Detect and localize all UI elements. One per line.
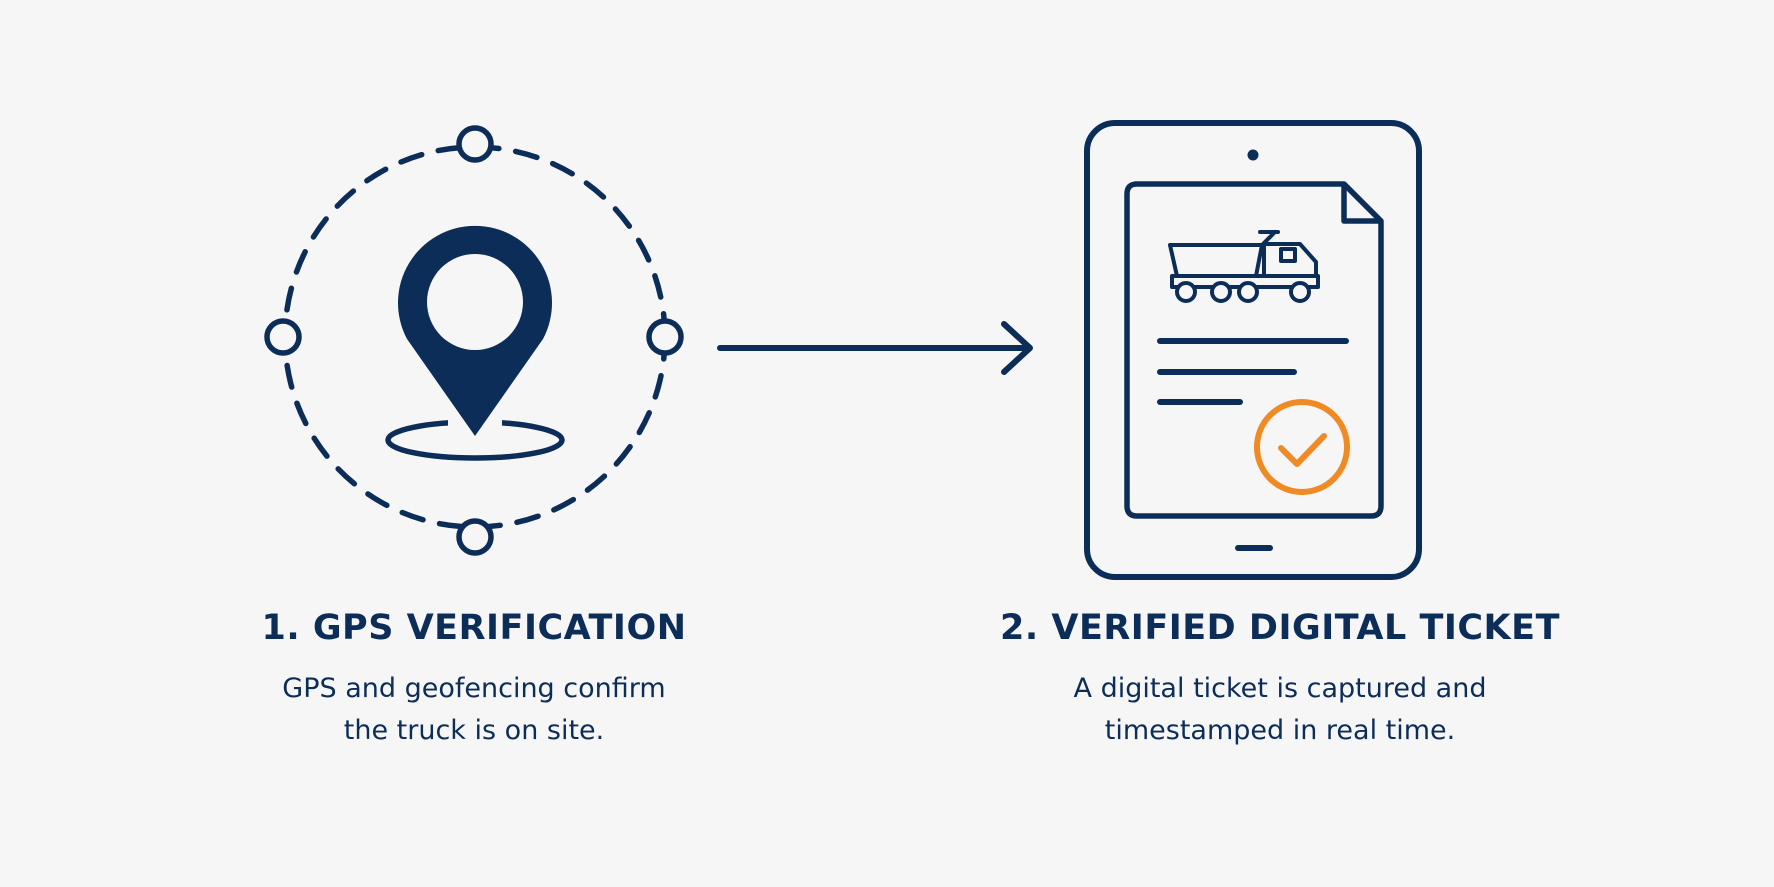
step-2-title: 2. VERIFIED DIGITAL TICKET — [1000, 608, 1560, 648]
step-1-title: 1. GPS VERIFICATION — [261, 608, 687, 648]
step-2-description: A digital ticket is captured and timesta… — [960, 668, 1600, 752]
dump-truck-icon — [1168, 230, 1320, 303]
ticket-sheet — [1124, 181, 1384, 519]
pin-hole — [427, 254, 523, 350]
truck-wheel-1 — [1175, 281, 1197, 303]
truck-dump-bed — [1168, 243, 1264, 278]
step-2-description-line: timestamped in real time. — [1104, 715, 1456, 746]
tablet-camera — [1247, 149, 1259, 161]
check-circle-icon — [1254, 399, 1350, 495]
ticket-folded-corner — [1341, 184, 1381, 224]
tablet-frame — [1084, 120, 1422, 580]
geofence-node-bottom — [456, 518, 494, 556]
geofence-node-right — [646, 318, 684, 356]
truck-wheel-2 — [1210, 281, 1232, 303]
arrow-right-icon — [717, 321, 1033, 375]
truck-window — [1279, 247, 1297, 263]
geofence-node-top — [456, 125, 494, 163]
step-2-description-line: A digital ticket is captured and — [1073, 673, 1487, 704]
step-1-description-line: the truck is on site. — [343, 715, 605, 746]
geofence-ring-icon — [264, 125, 684, 556]
truck-cab — [1262, 242, 1318, 278]
truck-wheel-3 — [1237, 281, 1259, 303]
check-mark — [1278, 433, 1327, 467]
geofence-node-left — [264, 318, 302, 356]
document-icon — [1124, 181, 1384, 519]
step-1-description-line: GPS and geofencing confirm — [282, 673, 666, 704]
map-pin-icon — [385, 225, 565, 461]
truck-wheel-4 — [1289, 281, 1311, 303]
tablet-icon — [1084, 120, 1422, 580]
step-1-description: GPS and geofencing confirm the truck is … — [224, 668, 724, 752]
